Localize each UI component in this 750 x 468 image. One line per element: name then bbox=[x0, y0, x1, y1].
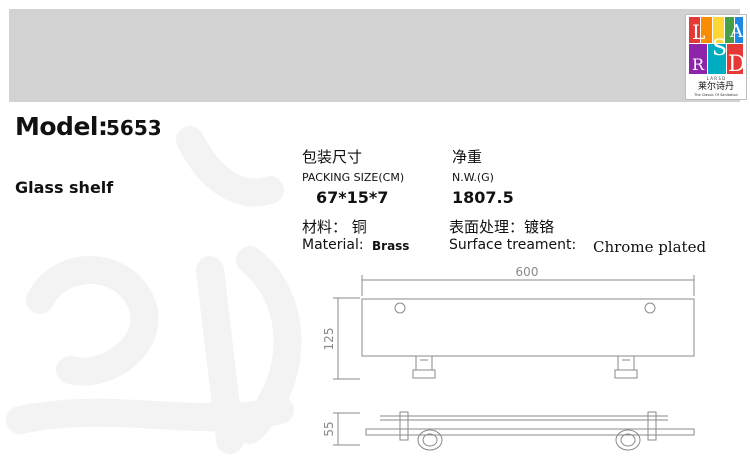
width-dimension-label: 600 bbox=[516, 265, 539, 279]
packing-size-cn-label: 包装尺寸 bbox=[302, 148, 363, 166]
logo-letter-a: A bbox=[729, 21, 744, 42]
model-number: 5653 bbox=[106, 116, 162, 140]
logo-tagline: The Classic Of Sanitation bbox=[693, 93, 738, 97]
product-name: Glass shelf bbox=[15, 178, 114, 197]
packing-size-value: 67*15*7 bbox=[316, 188, 389, 207]
post-right-side bbox=[647, 411, 657, 441]
bracket-right-base bbox=[614, 369, 638, 379]
glass-plate-side-view bbox=[365, 428, 695, 436]
logo-letter-d: D bbox=[728, 52, 746, 77]
material-en-label: Material: bbox=[302, 237, 364, 253]
bracket-left-top bbox=[415, 355, 433, 371]
logo-letter-r: R bbox=[692, 55, 705, 74]
bracket-left-base bbox=[412, 369, 436, 379]
bracket-right-side bbox=[615, 429, 641, 451]
header-banner: L S A R D L A R S D 莱尔诗丹 The Classic Of … bbox=[9, 9, 747, 102]
mount-hole-left bbox=[394, 302, 406, 314]
net-weight-cn-label: 净重 bbox=[452, 148, 483, 166]
logo-letter-s: S bbox=[712, 36, 727, 61]
post-left-side bbox=[399, 411, 409, 441]
net-weight-value: 1807.5 bbox=[452, 188, 514, 207]
model-label: Model: bbox=[15, 112, 108, 141]
brand-logo: L S A R D L A R S D 莱尔诗丹 The Classic Of … bbox=[685, 14, 747, 100]
logo-subtitle: L A R S D bbox=[707, 76, 725, 81]
net-weight-en-label: N.W.(G) bbox=[452, 171, 494, 184]
glass-plate-top-view bbox=[361, 298, 695, 357]
surface-cn-label: 表面处理：镀铬 bbox=[449, 218, 555, 236]
bracket-left-side bbox=[417, 429, 443, 451]
surface-en-label: Surface treament: bbox=[449, 237, 577, 253]
surface-value: Chrome plated bbox=[593, 238, 707, 256]
logo-chinese-name: 莱尔诗丹 bbox=[698, 80, 734, 92]
mount-hole-right bbox=[644, 302, 656, 314]
bracket-right-top bbox=[617, 355, 635, 371]
height-dimension-label: 125 bbox=[322, 328, 336, 351]
material-cn-label: 材料： 铜 bbox=[302, 218, 367, 236]
logo-letter-l: L bbox=[692, 20, 705, 44]
material-value: Brass bbox=[372, 239, 410, 253]
packing-size-en-label: PACKING SIZE(CM) bbox=[302, 171, 405, 184]
depth-dimension-label: 55 bbox=[322, 421, 336, 436]
